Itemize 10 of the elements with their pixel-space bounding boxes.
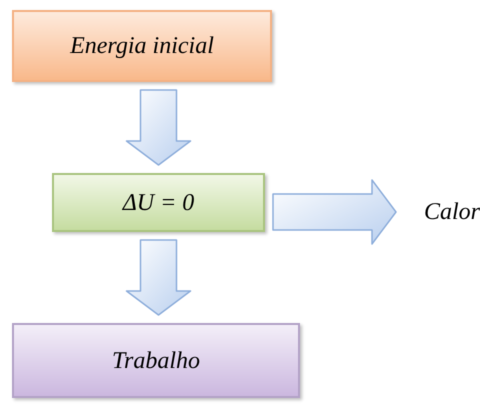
block-arrow	[126, 89, 192, 166]
node-label: Trabalho	[112, 346, 200, 376]
node-label: Calor	[424, 198, 480, 227]
node-label: Energia inicial	[70, 32, 214, 61]
process-box	[12, 10, 272, 82]
block-arrow	[272, 179, 397, 245]
node-label: ΔU = 0	[122, 188, 194, 218]
process-box	[52, 173, 265, 232]
block-arrow	[126, 239, 192, 316]
process-box	[12, 323, 300, 398]
